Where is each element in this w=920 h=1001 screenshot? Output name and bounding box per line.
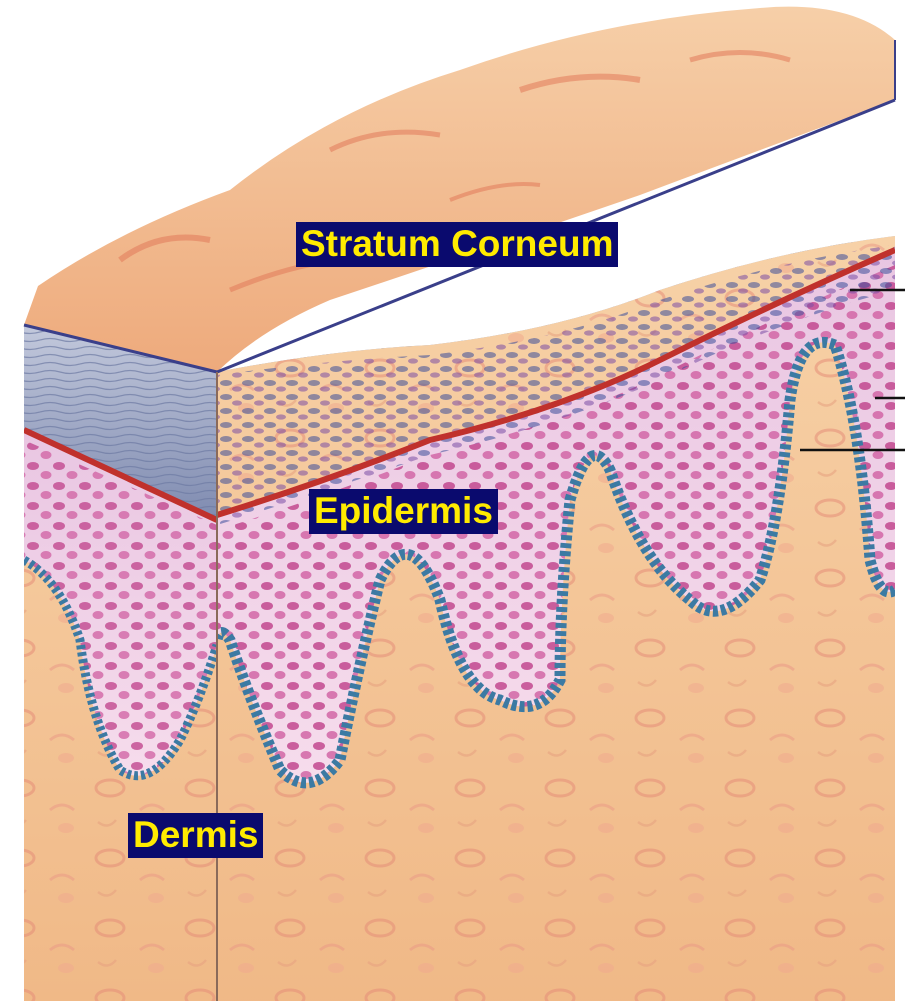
dermis-label: Dermis <box>128 813 263 858</box>
epidermis-label: Epidermis <box>309 489 498 534</box>
stratum-corneum-label: Stratum Corneum <box>296 222 618 267</box>
side-face <box>0 300 240 1001</box>
